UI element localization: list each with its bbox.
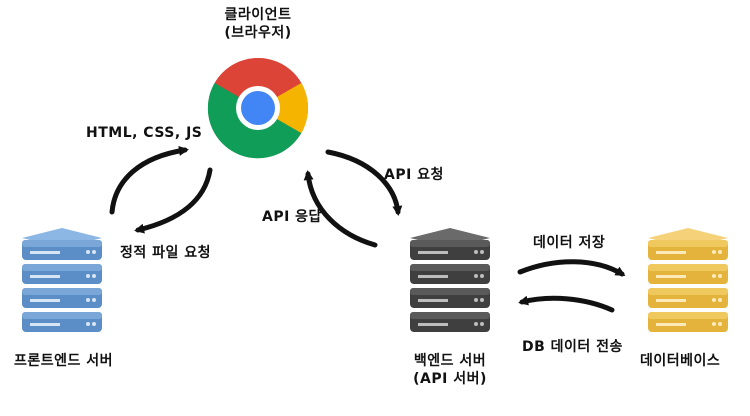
- database-icon: [648, 228, 728, 332]
- arrow-static-file-request: [134, 167, 213, 234]
- backend-server-icon: [410, 228, 490, 332]
- backend-server-label-line1: 백엔드 서버: [413, 353, 487, 369]
- arrow-db-data-transfer: [518, 295, 615, 313]
- label-data-store: 데이터 저장: [533, 235, 606, 251]
- label-static-file-request: 정적 파일 요청: [120, 245, 212, 261]
- arrow-html-css-js: [109, 145, 189, 215]
- backend-server-label-line2: (API 서버): [413, 371, 487, 387]
- arrow-data-store: [517, 259, 626, 277]
- client-title: 클라이언트 (브라우저): [208, 6, 308, 42]
- label-api-request: API 요청: [384, 167, 444, 183]
- frontend-server-icon: [22, 228, 102, 332]
- arrow-api-response: [303, 170, 378, 248]
- label-db-data-transfer: DB 데이터 전송: [522, 339, 623, 355]
- client-title-line2: (브라우저): [224, 25, 292, 41]
- arrow-api-request: [325, 149, 403, 216]
- label-api-response: API 응답: [262, 209, 322, 225]
- client-title-line1: 클라이언트: [224, 7, 292, 23]
- chrome-browser-icon: [207, 58, 308, 159]
- label-html-css-js: HTML, CSS, JS: [86, 125, 203, 141]
- frontend-server-label: 프론트엔드 서버: [14, 353, 114, 369]
- backend-server-label: 백엔드 서버 (API 서버): [400, 352, 500, 388]
- database-label: 데이터베이스: [640, 353, 721, 369]
